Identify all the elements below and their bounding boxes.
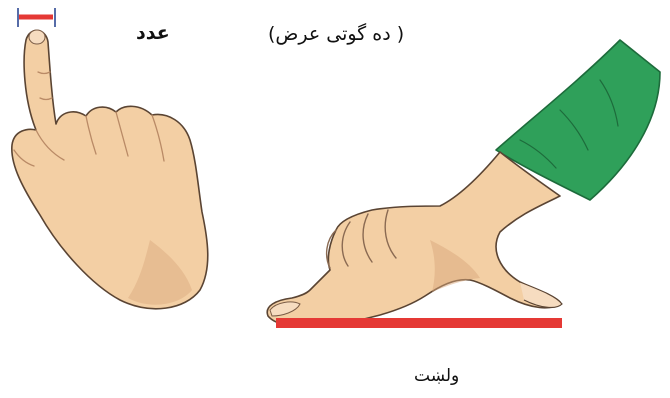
pointing-fingernail <box>29 30 45 44</box>
finger-width-caption: ( ده گوتی عرض) <box>268 23 404 45</box>
length-caption: ولښت <box>414 366 459 386</box>
measuring-hand-figure <box>267 40 660 328</box>
length-measure-line <box>276 318 562 328</box>
finger-width-label: عدد <box>136 22 170 44</box>
measuring-hand-palm <box>267 152 560 327</box>
pointing-hand-figure <box>12 8 208 309</box>
